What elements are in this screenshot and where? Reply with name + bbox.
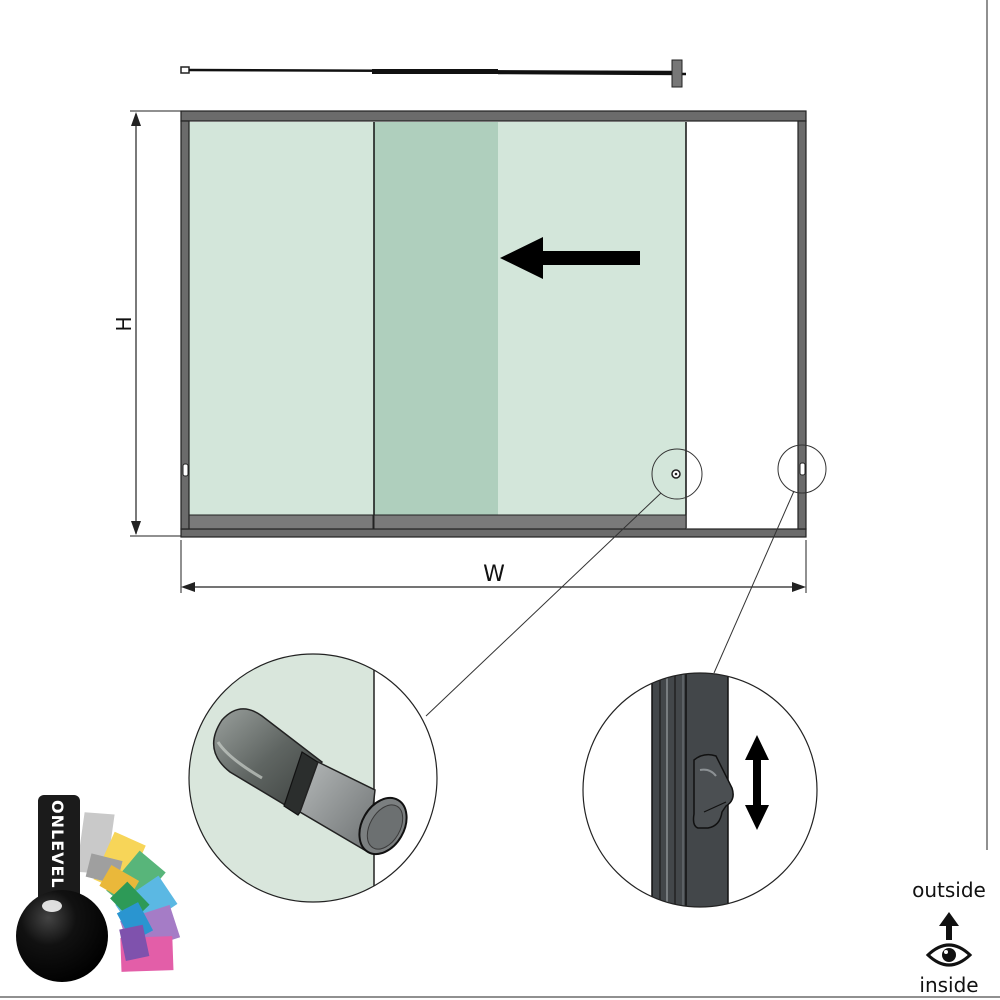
frame-top (180, 110, 807, 122)
brand-logo (16, 795, 181, 982)
eye-icon (925, 943, 973, 967)
orientation-indicator (925, 912, 973, 967)
width-label: W (483, 562, 505, 587)
vertical-double-arrow-icon (745, 735, 769, 830)
latch-detail (582, 672, 818, 908)
latch-callout-circle (777, 444, 827, 494)
brand-name: ONLEVEL (48, 800, 67, 889)
up-arrow-icon (939, 912, 959, 940)
height-dimension (130, 110, 181, 537)
inside-label: inside (919, 973, 979, 997)
knob-callout-circle (651, 448, 703, 500)
knob-detail (188, 653, 438, 903)
front-elevation (180, 110, 827, 717)
height-label: H (112, 316, 136, 332)
slide-direction-arrow-icon (500, 237, 640, 279)
glass-panel-fixed (189, 122, 374, 516)
outside-label: outside (912, 878, 986, 902)
frame-left (180, 120, 190, 530)
glass-panel-sliding (498, 122, 686, 516)
glass-panel-overlap (374, 122, 498, 516)
frame-right (797, 120, 807, 530)
frame-bottom (180, 528, 807, 538)
top-view-track (180, 59, 687, 88)
width-dimension (180, 540, 807, 593)
latch-icon (692, 753, 734, 829)
